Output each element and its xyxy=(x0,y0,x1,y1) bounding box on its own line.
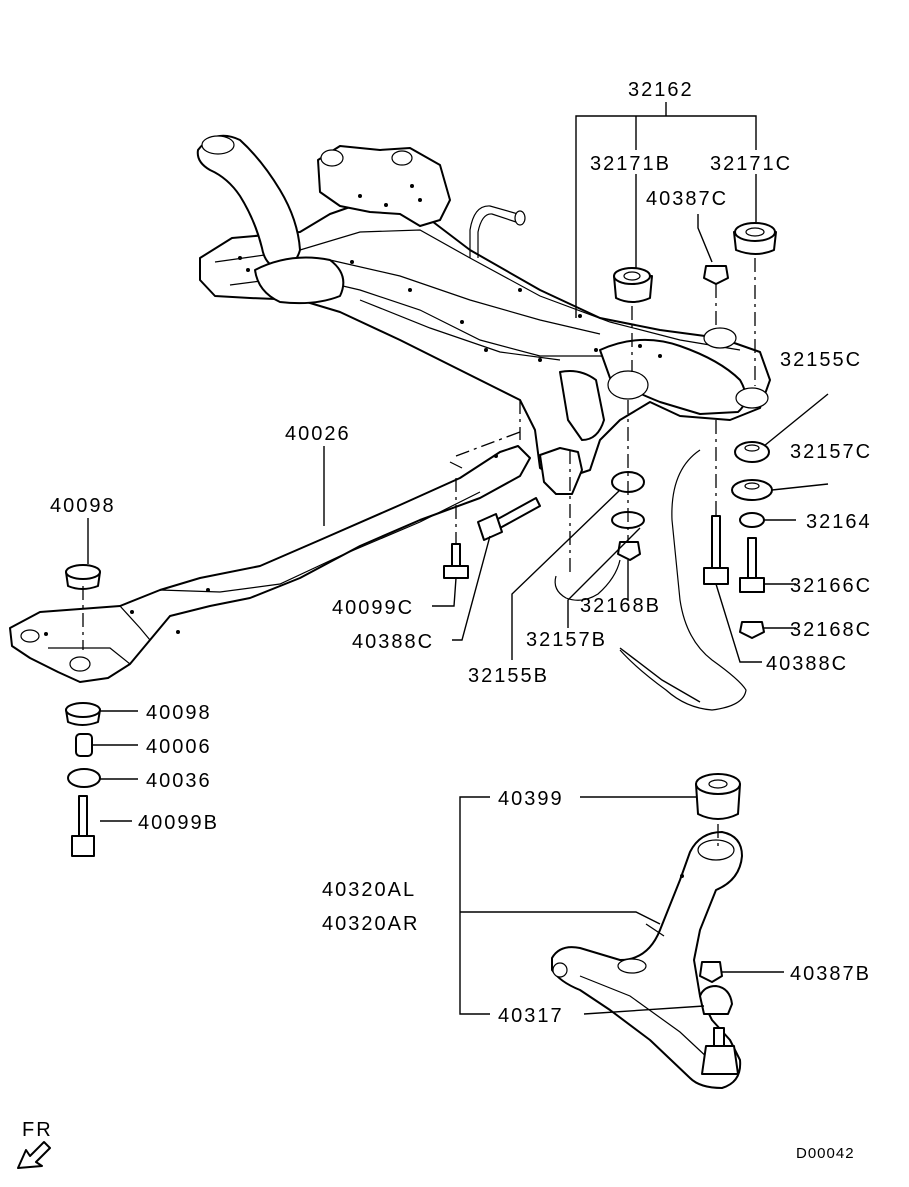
boot-40317 xyxy=(699,985,733,1015)
bolt-40388c-left xyxy=(477,497,541,541)
bushing-40098-upper xyxy=(65,564,101,590)
alignment-lines xyxy=(82,258,756,846)
collar-40006 xyxy=(75,733,93,757)
nut-32168b xyxy=(617,541,641,561)
lower-arm-illustration xyxy=(551,831,743,1089)
bushing-32171b xyxy=(613,267,653,303)
label-40098-top: 40098 xyxy=(50,495,116,517)
label-40388c-right: 40388C xyxy=(766,653,848,675)
washer-40036 xyxy=(67,768,101,788)
label-40399: 40399 xyxy=(498,788,564,810)
label-32164: 32164 xyxy=(806,511,872,533)
washer-32157c xyxy=(731,479,773,501)
knuckle-phantom-outline xyxy=(619,449,747,711)
label-40099c: 40099C xyxy=(332,597,414,619)
label-40320ar: 40320AR xyxy=(322,913,419,935)
label-40006: 40006 xyxy=(146,736,212,758)
bushing-32171c xyxy=(733,222,777,255)
label-40387c: 40387C xyxy=(646,188,728,210)
label-32171b: 32171B xyxy=(590,153,671,175)
label-32168c: 32168C xyxy=(790,619,872,641)
bolt-40099c xyxy=(443,543,469,579)
nut-32168c xyxy=(739,621,765,639)
diagram-code: D00042 xyxy=(796,1145,855,1162)
bolt-40388c-right xyxy=(703,515,729,585)
label-32157c: 32157C xyxy=(790,441,872,463)
nut-40387c xyxy=(703,265,729,285)
label-32155c: 32155C xyxy=(780,349,862,371)
fr-label: FR xyxy=(22,1119,53,1141)
front-support-bar-illustration xyxy=(9,445,531,683)
part-labels: 32162 32171B 32171C 40387C 32155C 32157C… xyxy=(50,79,872,1027)
label-32157b: 32157B xyxy=(526,629,607,651)
label-40098-low: 40098 xyxy=(146,702,212,724)
label-32168b: 32168B xyxy=(580,595,661,617)
knuckle-phantom-outline-2 xyxy=(554,559,621,601)
label-40388c-left: 40388C xyxy=(352,631,434,653)
label-40387b: 40387B xyxy=(790,963,871,985)
label-40036: 40036 xyxy=(146,770,212,792)
label-40099b: 40099B xyxy=(138,812,219,834)
bolt-32166c xyxy=(739,537,765,593)
label-32171c: 32171C xyxy=(710,153,792,175)
bolt-40099b xyxy=(71,795,95,857)
label-40026: 40026 xyxy=(285,423,351,445)
label-32162: 32162 xyxy=(628,79,694,101)
front-direction-indicator: FR xyxy=(17,1119,53,1169)
front-direction-arrow-icon xyxy=(17,1141,51,1169)
bushing-40399 xyxy=(695,773,741,820)
label-32166c: 32166C xyxy=(790,575,872,597)
toothed-washer-32155c xyxy=(734,441,770,463)
label-40320al: 40320AL xyxy=(322,879,416,901)
label-32155b: 32155B xyxy=(468,665,549,687)
bushing-40098-lower xyxy=(65,702,101,726)
spacer-32164 xyxy=(739,512,765,528)
nut-40387b xyxy=(699,961,723,983)
leader-lines xyxy=(87,102,829,1015)
label-40317: 40317 xyxy=(498,1005,564,1027)
